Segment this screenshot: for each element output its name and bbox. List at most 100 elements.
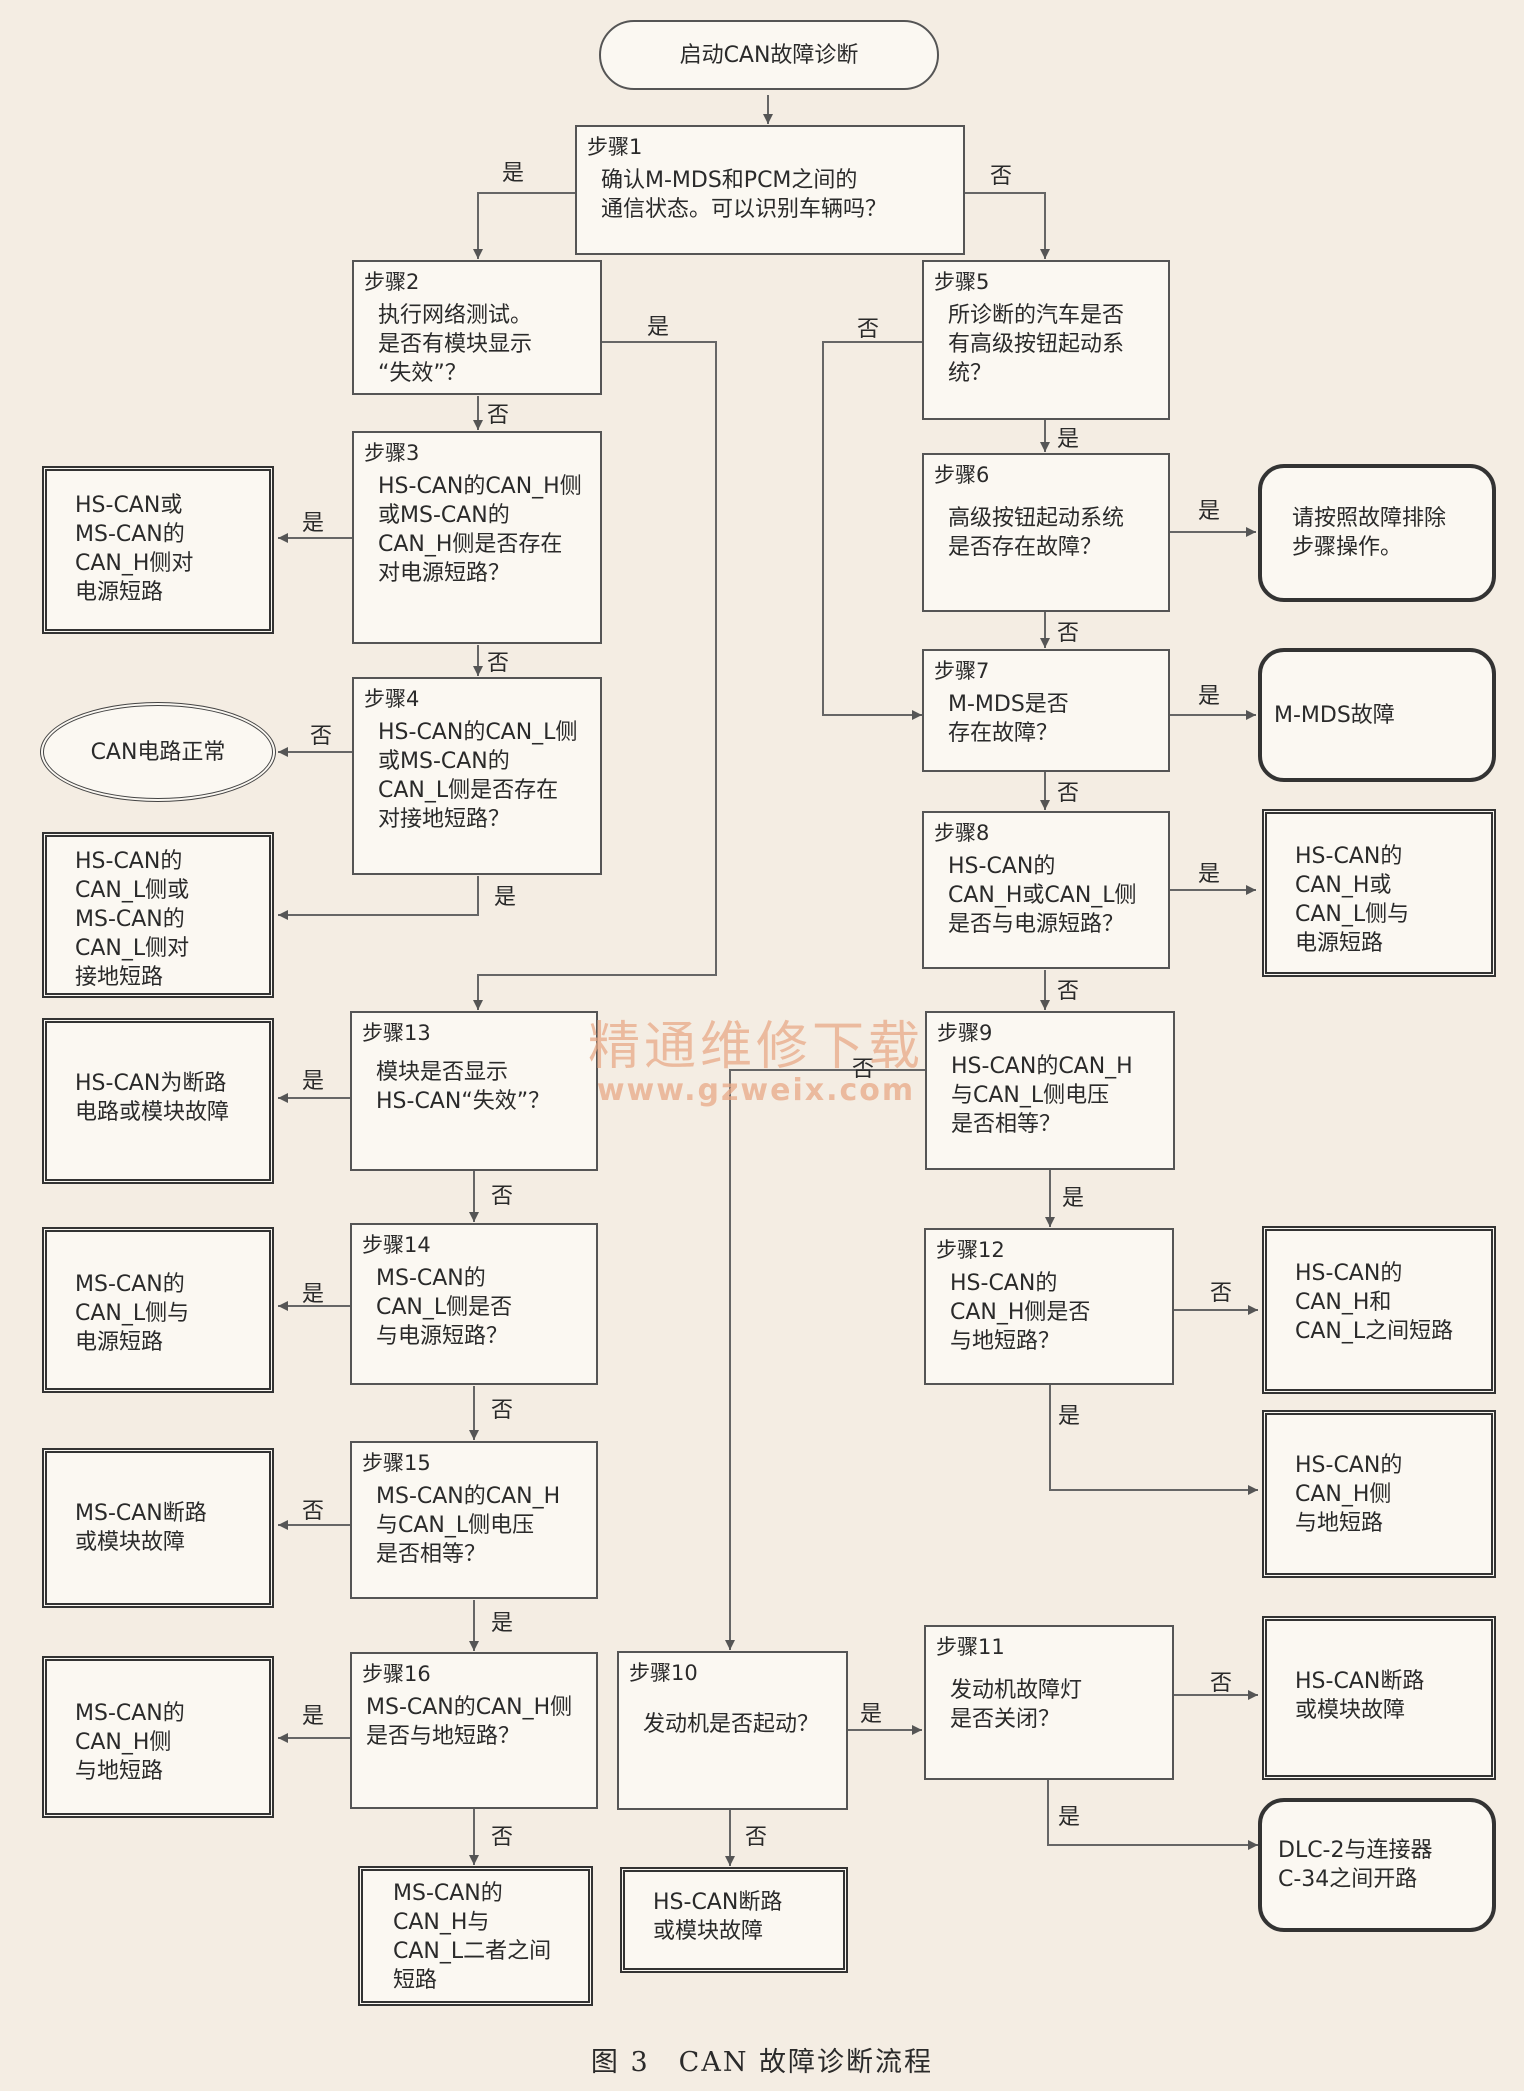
label-s9-no: 否 [852, 1057, 875, 1082]
result-step8-yes-text: HS-CAN的 CAN_H或 CAN_L侧与 电源短路 [1295, 844, 1410, 956]
step-16-text: MS-CAN的CAN_H侧 是否与地短路？ [366, 1695, 573, 1749]
result-step10-no: HS-CAN断路 或模块故障 [620, 1867, 848, 1973]
edge-s4-r4 [278, 876, 479, 920]
edge-s1-s2 [473, 192, 575, 259]
result-step6-yes: 请按照故障排除 步骤操作。 [1258, 464, 1496, 602]
label-s3-no: 否 [487, 651, 510, 676]
label-s8-no: 否 [1057, 979, 1080, 1004]
result-step12-no-text: HS-CAN的 CAN_H和 CAN_L之间短路 [1295, 1261, 1454, 1344]
label-s4-yes: 是 [494, 885, 517, 910]
step-12-text: HS-CAN的 CAN_H侧是否 与地短路？ [950, 1271, 1091, 1354]
label-s15-no: 否 [302, 1499, 325, 1524]
label-s1-yes: 是 [502, 161, 525, 186]
edge-s9-s10 [725, 1069, 925, 1650]
result-step4-yes-text: HS-CAN的 CAN_L侧或 MS-CAN的 CAN_L侧对 接地短路 [75, 849, 190, 990]
step-15-text: MS-CAN的CAN_H 与CAN_L侧电压 是否相等？ [376, 1484, 561, 1567]
edge-s1-s5 [965, 192, 1050, 259]
step-9-title: 步骤9 [937, 1021, 993, 1045]
step-13-title: 步骤13 [362, 1021, 431, 1045]
step-6-box: 步骤6 高级按钮起动系统 是否存在故障？ [922, 453, 1170, 612]
label-s5-no: 否 [857, 317, 880, 342]
result-step4-yes: HS-CAN的 CAN_L侧或 MS-CAN的 CAN_L侧对 接地短路 [42, 832, 274, 998]
watermark: 精通维修下载 www.gzweix.com [588, 1004, 924, 1108]
step-14-title: 步骤14 [362, 1233, 431, 1257]
result-can-circuit-ok-text: CAN电路正常 [90, 739, 226, 765]
result-step10-no-text: HS-CAN断路 或模块故障 [653, 1890, 783, 1944]
step-2-text: 执行网络测试。 是否有模块显示 “失效”？ [378, 303, 533, 386]
edge-s2-s13 [473, 341, 717, 1010]
label-s7-no: 否 [1057, 781, 1080, 806]
step-4-text: HS-CAN的CAN_L侧 或MS-CAN的 CAN_L侧是否存在 对接地短路？ [378, 720, 578, 832]
step-3-box: 步骤3 HS-CAN的CAN_H侧 或MS-CAN的 CAN_H侧是否存在 对电… [352, 431, 602, 644]
step-14-box: 步骤14 MS-CAN的 CAN_L侧是否 与电源短路？ [350, 1223, 598, 1385]
result-step11-yes: DLC-2与连接器 C-34之间开路 [1258, 1798, 1496, 1932]
step-14-text: MS-CAN的 CAN_L侧是否 与电源短路？ [376, 1266, 513, 1349]
result-step11-no: HS-CAN断路 或模块故障 [1262, 1616, 1496, 1780]
label-s6-no: 否 [1057, 621, 1080, 646]
label-s10-yes: 是 [860, 1702, 883, 1727]
label-s12-yes: 是 [1058, 1404, 1081, 1429]
result-step16-yes-text: MS-CAN的 CAN_H侧 与地短路 [75, 1701, 185, 1784]
step-12-box: 步骤12 HS-CAN的 CAN_H侧是否 与地短路？ [924, 1228, 1174, 1385]
result-step6-yes-text: 请按照故障排除 步骤操作。 [1292, 506, 1447, 560]
label-s10-no: 否 [745, 1825, 768, 1850]
result-step11-no-text: HS-CAN断路 或模块故障 [1295, 1669, 1425, 1723]
step-7-box: 步骤7 M-MDS是否 存在故障？ [922, 649, 1170, 772]
step-8-title: 步骤8 [934, 821, 990, 845]
step-3-text: HS-CAN的CAN_H侧 或MS-CAN的 CAN_H侧是否存在 对电源短路？ [378, 474, 582, 586]
step-11-text: 发动机故障灯 是否关闭？ [950, 1678, 1083, 1732]
step-6-title: 步骤6 [934, 463, 990, 487]
result-step15-no: MS-CAN断路 或模块故障 [42, 1448, 274, 1608]
label-s3-yes: 是 [302, 511, 325, 536]
watermark-title: 精通维修下载 [588, 1017, 925, 1077]
result-step12-yes-text: HS-CAN的 CAN_H侧 与地短路 [1295, 1453, 1403, 1536]
step-7-text: M-MDS是否 存在故障？ [948, 692, 1069, 746]
result-step12-no: HS-CAN的 CAN_H和 CAN_L之间短路 [1262, 1226, 1496, 1394]
step-13-box: 步骤13 模块是否显示 HS-CAN“失效”？ [350, 1011, 598, 1171]
step-8-text: HS-CAN的 CAN_H或CAN_L侧 是否与电源短路？ [948, 854, 1137, 937]
step-6-text: 高级按钮起动系统 是否存在故障？ [948, 506, 1125, 560]
label-s14-yes: 是 [302, 1282, 325, 1307]
result-step3-yes: HS-CAN或 MS-CAN的 CAN_H侧对 电源短路 [42, 466, 274, 634]
step-12-title: 步骤12 [936, 1238, 1005, 1262]
label-s6-yes: 是 [1198, 499, 1221, 524]
start-node: 启动CAN故障诊断 [599, 20, 939, 90]
label-s14-no: 否 [491, 1398, 514, 1423]
result-step14-yes-text: MS-CAN的 CAN_L侧与 电源短路 [75, 1272, 190, 1355]
result-step14-yes: MS-CAN的 CAN_L侧与 电源短路 [42, 1227, 274, 1393]
step-2-box: 步骤2 执行网络测试。 是否有模块显示 “失效”？ [352, 260, 602, 395]
label-s7-yes: 是 [1198, 684, 1221, 709]
label-s16-yes: 是 [302, 1704, 325, 1729]
result-step3-yes-text: HS-CAN或 MS-CAN的 CAN_H侧对 电源短路 [75, 493, 194, 605]
edge-s12-r12yes [1049, 1385, 1258, 1495]
result-step15-no-text: MS-CAN断路 或模块故障 [75, 1501, 207, 1555]
label-s15-yes: 是 [491, 1611, 514, 1636]
step-5-text: 所诊断的汽车是否 有高级按钮起动系统？ [948, 303, 1125, 386]
result-step7-yes: M-MDS故障 [1258, 648, 1496, 782]
label-s13-no: 否 [491, 1184, 514, 1209]
label-s2-yes: 是 [647, 315, 670, 340]
step-13-text: 模块是否显示 HS-CAN“失效”？ [376, 1060, 551, 1114]
step-15-title: 步骤15 [362, 1451, 431, 1475]
step-1-box: 步骤1 确认M-MDS和PCM之间的 通信状态。可以识别车辆吗？ [575, 125, 965, 255]
result-step16-no-text: MS-CAN的 CAN_H与 CAN_L二者之间 短路 [393, 1881, 552, 1993]
label-s1-no: 否 [990, 164, 1013, 189]
step-3-title: 步骤3 [364, 441, 420, 465]
step-4-box: 步骤4 HS-CAN的CAN_L侧 或MS-CAN的 CAN_L侧是否存在 对接… [352, 677, 602, 875]
label-s5-yes: 是 [1057, 427, 1080, 452]
result-step16-yes: MS-CAN的 CAN_H侧 与地短路 [42, 1656, 274, 1818]
edge-s5-s7 [822, 341, 922, 720]
step-8-box: 步骤8 HS-CAN的 CAN_H或CAN_L侧 是否与电源短路？ [922, 811, 1170, 969]
step-2-title: 步骤2 [364, 270, 420, 294]
result-step16-no: MS-CAN的 CAN_H与 CAN_L二者之间 短路 [358, 1866, 593, 2006]
label-s11-no: 否 [1210, 1671, 1233, 1696]
step-16-title: 步骤16 [362, 1662, 431, 1686]
label-s13-yes: 是 [302, 1069, 325, 1094]
label-s16-no: 否 [491, 1825, 514, 1850]
result-step12-yes: HS-CAN的 CAN_H侧 与地短路 [1262, 1410, 1496, 1578]
step-10-text: 发动机是否起动？ [643, 1712, 820, 1737]
edge-s11-r11yes [1047, 1780, 1258, 1850]
result-step8-yes: HS-CAN的 CAN_H或 CAN_L侧与 电源短路 [1262, 809, 1496, 977]
